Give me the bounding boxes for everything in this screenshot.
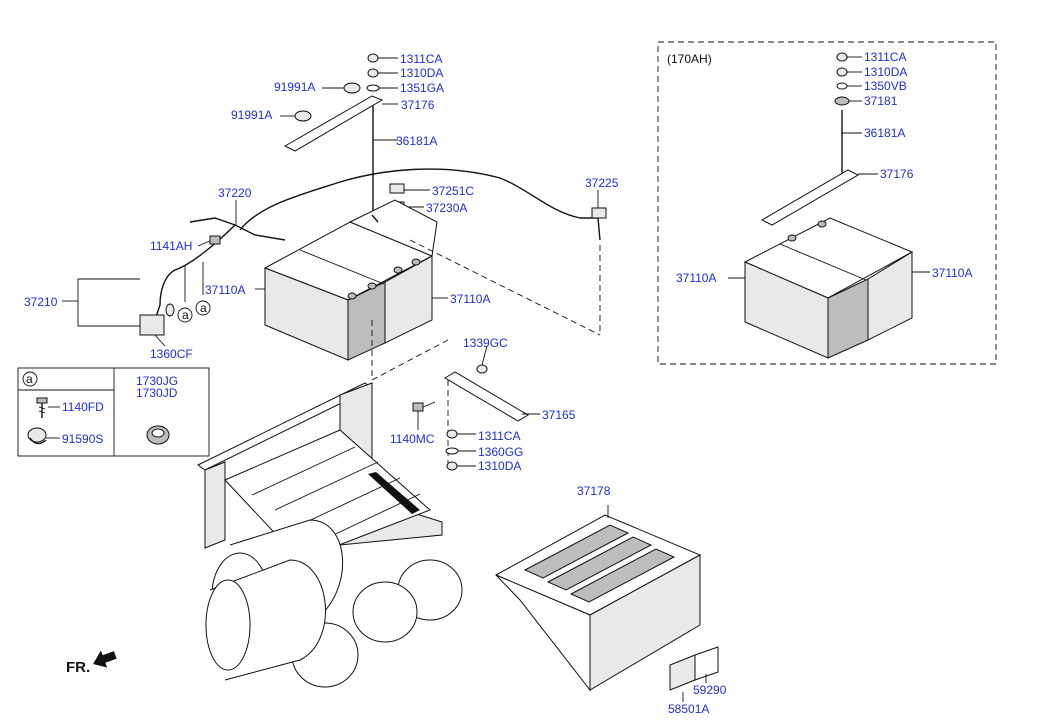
part-37178[interactable]: 37178 xyxy=(577,484,611,498)
part-37251C[interactable]: 37251C xyxy=(432,184,475,198)
ref-a-1: a xyxy=(182,308,189,322)
front-direction-label: FR. xyxy=(66,659,91,676)
part-59290[interactable]: 59290 xyxy=(693,683,727,697)
part-1360GG[interactable]: 1360GG xyxy=(478,445,524,459)
battery-cover xyxy=(494,505,719,702)
part-1339GC[interactable]: 1339GC xyxy=(463,336,508,350)
inset-part-1310DA[interactable]: 1310DA xyxy=(864,65,908,79)
top-fastener-stack xyxy=(366,53,398,215)
inset-part-36181A[interactable]: 36181A xyxy=(864,126,906,140)
part-91991A-1[interactable]: 91991A xyxy=(274,80,316,94)
part-37230A[interactable]: 37230A xyxy=(426,201,468,215)
part-1140FD[interactable]: 1140FD xyxy=(62,400,104,414)
inset-part-37110A-left[interactable]: 37110A xyxy=(676,271,717,285)
part-37210[interactable]: 37210 xyxy=(24,295,58,309)
part-37110A-left[interactable]: 37110A xyxy=(205,283,246,297)
part-37225[interactable]: 37225 xyxy=(585,176,619,190)
chassis-frame-with-tanks xyxy=(197,382,463,688)
clip-icon xyxy=(27,427,60,445)
part-1310DA-low[interactable]: 1310DA xyxy=(478,459,522,473)
bolt-icon xyxy=(36,397,60,418)
part-36181A[interactable]: 36181A xyxy=(396,134,438,148)
inset-part-1311CA[interactable]: 1311CA xyxy=(864,50,907,64)
inset-assembly xyxy=(728,52,930,359)
part-1310DA-top[interactable]: 1310DA xyxy=(400,66,444,80)
hold-down-bar xyxy=(283,95,398,152)
battery-pair-main xyxy=(255,199,448,361)
part-37110A-right[interactable]: 37110A xyxy=(450,292,491,306)
part-91991A-2[interactable]: 91991A xyxy=(231,108,273,122)
part-1311CA-top[interactable]: 1311CA xyxy=(400,52,443,66)
part-37176[interactable]: 37176 xyxy=(401,98,435,112)
ref-a-2: a xyxy=(200,301,207,315)
part-1140MC[interactable]: 1140MC xyxy=(390,432,435,446)
hose-clamp-icon xyxy=(280,82,361,122)
legend-box xyxy=(17,367,210,457)
grommet-icon xyxy=(146,425,170,445)
part-37220[interactable]: 37220 xyxy=(218,186,252,200)
front-arrow-icon xyxy=(93,650,117,668)
inset-part-37176[interactable]: 37176 xyxy=(880,167,914,181)
inset-part-37110A-right[interactable]: 37110A xyxy=(932,266,973,280)
legend-ref-a: a xyxy=(26,372,33,386)
inset-part-1350VB[interactable]: 1350VB xyxy=(864,79,907,93)
part-1311CA-low[interactable]: 1311CA xyxy=(478,429,521,443)
bottom-bracket xyxy=(412,345,540,471)
part-1141AH[interactable]: 1141AH xyxy=(150,239,193,253)
part-1730JD[interactable]: 1730JD xyxy=(136,386,178,400)
part-37165[interactable]: 37165 xyxy=(542,408,576,422)
part-1351GA[interactable]: 1351GA xyxy=(400,81,445,95)
part-1360CF[interactable]: 1360CF xyxy=(150,347,193,361)
part-91590S[interactable]: 91590S xyxy=(62,432,104,446)
part-1730JG[interactable]: 1730JG xyxy=(136,374,179,388)
part-58501A[interactable]: 58501A xyxy=(668,702,710,716)
inset-part-37181[interactable]: 37181 xyxy=(864,94,898,108)
inset-title: (170AH) xyxy=(667,52,712,66)
